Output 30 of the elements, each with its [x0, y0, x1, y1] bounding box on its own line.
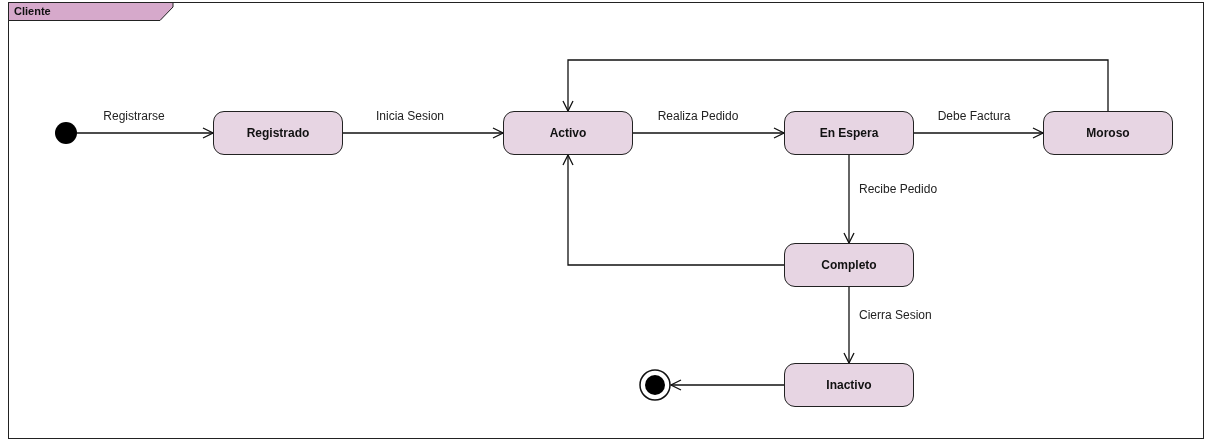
- transition-arrow: [562, 154, 785, 266]
- state-label: En Espera: [819, 126, 879, 140]
- edge-label: Realiza Pedido: [655, 109, 741, 123]
- edge-label: Registrarse: [101, 109, 167, 123]
- transition-arrow: [632, 127, 785, 139]
- edge-label: Cierra Sesion: [857, 308, 934, 322]
- transition-arrow: [670, 379, 785, 391]
- final-state: [639, 369, 671, 401]
- state-box: [784, 111, 914, 155]
- state-label: Completo: [821, 258, 877, 272]
- transition-arrow: [843, 286, 855, 364]
- transition-arrow: [913, 127, 1044, 139]
- state-label: Inactivo: [826, 378, 872, 392]
- state-box: [784, 243, 914, 287]
- state-label: Activo: [549, 126, 587, 140]
- frame: [8, 2, 1204, 439]
- edge-label: Recibe Pedido: [857, 182, 940, 196]
- transition-arrow: [76, 127, 214, 139]
- state-label: Registrado: [246, 126, 310, 140]
- state-box: [503, 111, 633, 155]
- initial-state: [55, 122, 77, 144]
- state-label: Moroso: [1086, 126, 1130, 140]
- state-box: [784, 363, 914, 407]
- frame-title: Cliente: [14, 5, 51, 18]
- transition-arrow: [562, 59, 1109, 112]
- edge-label: Debe Factura: [935, 109, 1013, 123]
- state-box: [1043, 111, 1173, 155]
- transition-arrow: [342, 127, 504, 139]
- state-box: [213, 111, 343, 155]
- transition-arrow: [843, 154, 855, 244]
